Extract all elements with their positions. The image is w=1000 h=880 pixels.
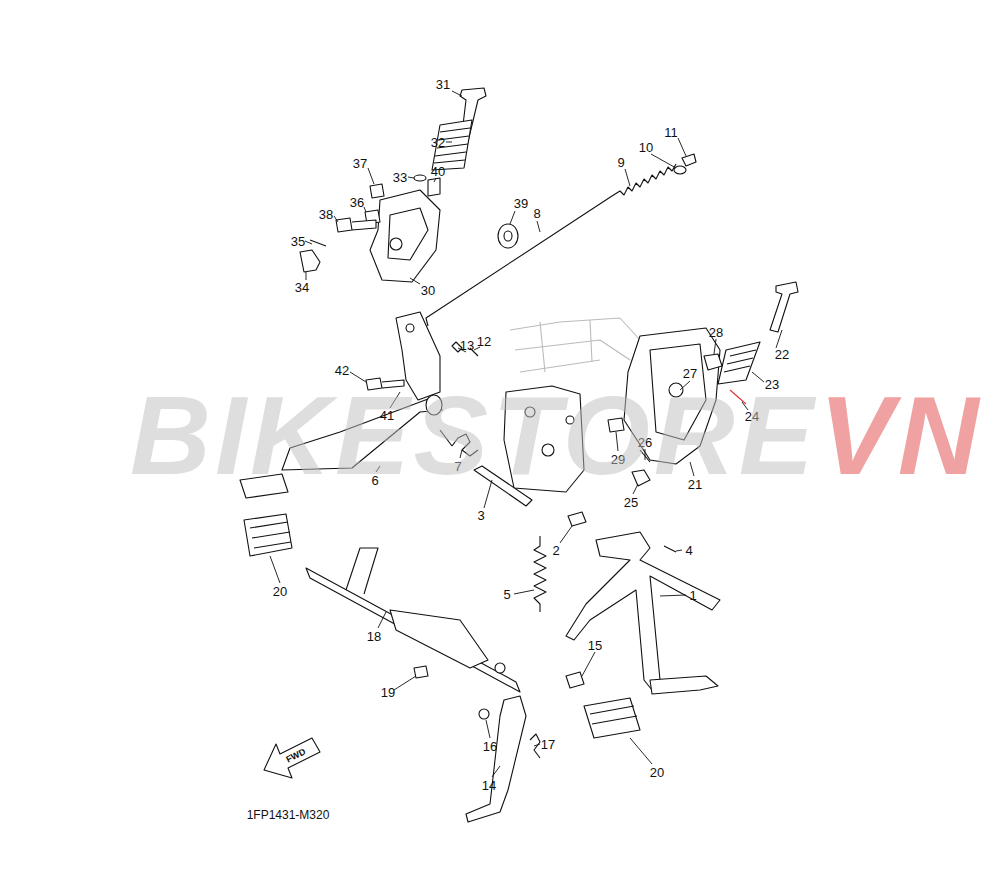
pin [300,250,320,272]
peg-rubber [584,698,640,738]
callout-number: 20 [273,585,287,598]
adjust-bolt [682,154,696,166]
callout-number: 33 [393,171,407,184]
callout-number: 40 [431,165,445,178]
callout-number: 14 [482,779,496,792]
callout-number: 39 [514,197,528,210]
diagram-code: 1FP1431-M320 [247,809,330,821]
callout-number: 3 [477,509,484,522]
brake-rod [426,196,612,326]
frame-outline [510,318,640,372]
callout-number: 31 [436,78,450,91]
bolt [704,354,722,370]
callout-number: 13 [460,339,474,352]
bar-hole [495,663,505,673]
callout-number: 32 [431,136,445,149]
bracket-hole [390,238,402,250]
callout-number: 9 [617,156,624,169]
callout-number: 1 [689,589,696,602]
callout-number: 5 [503,588,510,601]
bolt [336,218,376,232]
callout-number: 36 [350,196,364,209]
bracket-detail [388,208,428,260]
callout-number: 37 [353,157,367,170]
watermark: BIKESTORE [130,380,817,492]
side-stand-spring [530,734,540,758]
callout-number: 28 [709,326,723,339]
bushing-hole [504,231,512,241]
callout-number: 30 [421,284,435,297]
callout-number: 20 [650,766,664,779]
peg-rubber [718,342,760,384]
bolt [566,672,584,688]
callout-number: 25 [624,496,638,509]
callout-number: 35 [291,235,305,248]
callout-number: 38 [319,208,333,221]
callout-number: 19 [381,686,395,699]
peg-arm [770,282,798,332]
footrest-bar [306,568,520,692]
cotter-pin [664,546,676,552]
callout-number: 8 [533,207,540,220]
bracket-hole [406,324,414,332]
callout-number: 4 [685,544,692,557]
callout-number: 2 [552,544,559,557]
fwd-arrow [264,738,320,778]
bolt [370,184,384,198]
bar-loop [346,548,378,594]
callout-number: 11 [664,126,678,139]
collar [428,178,440,196]
bushing [498,224,518,248]
peg-rubber [244,514,292,556]
callout-number: 16 [483,740,497,753]
cotter-pin [310,240,326,246]
callout-number: 42 [335,364,349,377]
callout-number: 34 [295,281,309,294]
callout-number: 18 [367,630,381,643]
watermark: VN [819,380,983,492]
adjust-nut [674,166,686,174]
footrest-bracket [370,190,440,282]
callout-number: 27 [683,367,697,380]
callout-number: 22 [775,348,789,361]
side-stand [466,696,526,822]
bar-plate [390,610,488,668]
washer [414,175,426,181]
callout-number: 12 [477,335,491,348]
callout-number: 15 [588,639,602,652]
brake-spring [612,164,676,196]
callout-number: 17 [541,738,555,751]
stand-spring [534,536,546,612]
main-stand [566,532,720,690]
callout-number: 10 [639,141,653,154]
stand-stopper [568,512,586,526]
stand-foot [650,676,718,694]
nut [479,709,489,719]
